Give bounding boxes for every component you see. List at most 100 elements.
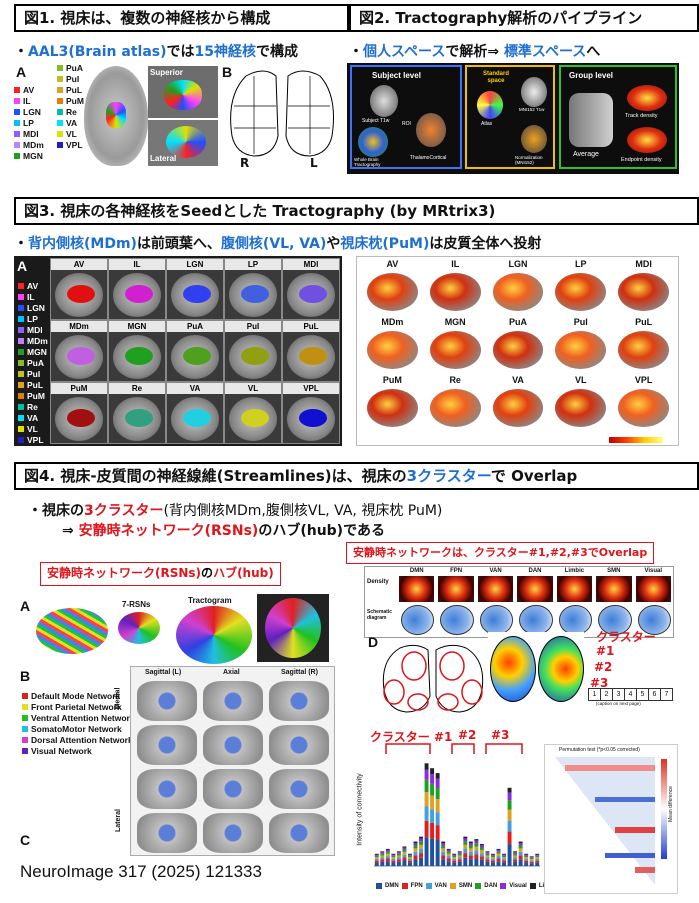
bar-segment xyxy=(535,858,540,861)
series-legend-item: DAN xyxy=(475,880,497,891)
fig1-schematic-diagram xyxy=(230,70,334,157)
bar-segment xyxy=(479,850,484,854)
text: (背内側核MDm,腹側核VL, VA, 視床枕 PuM) xyxy=(163,503,443,519)
bar-segment xyxy=(518,845,523,849)
superior-label: Superior xyxy=(150,68,183,77)
tract-tile: PuI xyxy=(224,320,282,382)
average-brain-image xyxy=(569,93,613,147)
bar-segment xyxy=(374,860,379,863)
bar-segment xyxy=(474,846,479,851)
tile-label: VA xyxy=(167,383,223,394)
bar-segment xyxy=(435,787,440,800)
bar-segment xyxy=(374,854,379,856)
bar-segment xyxy=(408,858,412,861)
series-swatch xyxy=(475,882,482,889)
legend-swatch xyxy=(18,425,24,432)
bar-segment xyxy=(468,855,473,860)
bar-segment xyxy=(419,838,423,842)
seven-rsns-image xyxy=(118,612,160,644)
bar-segment xyxy=(419,844,423,849)
fig1-panel-a: A xyxy=(16,64,27,80)
cluster-brackets xyxy=(385,743,523,754)
bar-segment xyxy=(396,859,401,862)
fig4-panel-d: D xyxy=(368,634,379,650)
legend-swatch xyxy=(18,326,24,333)
tract-overlay xyxy=(299,347,327,365)
legend-item: VPL xyxy=(18,434,48,445)
bar-segment xyxy=(430,768,435,775)
bar-segment xyxy=(513,852,518,854)
bar-segment xyxy=(380,857,385,860)
no-text: の xyxy=(201,566,214,580)
cluster-heatmap-image xyxy=(488,632,584,704)
subject-t1w-image xyxy=(370,85,398,117)
legend-item: PuA xyxy=(57,62,84,73)
cortical-brain xyxy=(555,273,607,311)
bar-segment xyxy=(474,843,479,847)
tile-label: MGN xyxy=(109,321,165,332)
tract-tile: VA xyxy=(166,382,224,444)
bar-segment xyxy=(452,857,457,859)
axial-rsn-image xyxy=(257,594,329,662)
sagittal-l-label: Sagittal (L) xyxy=(145,669,182,676)
fig1-superior-view: Superior xyxy=(148,66,218,118)
thalamocortical-label: ThalamoCortical xyxy=(410,155,447,161)
standard-space: 標準スペース xyxy=(503,44,587,60)
rsn-density-cell xyxy=(477,576,514,602)
legend-label: Front Parietal Network xyxy=(31,701,122,712)
series-label: SMN xyxy=(458,882,473,889)
legend-swatch xyxy=(18,304,24,311)
legend-item: MDm xyxy=(14,139,44,150)
fig4-panel-c: C xyxy=(20,832,31,848)
rsn-column-label: DAN xyxy=(528,568,542,574)
tile-label: LGN xyxy=(167,259,223,270)
bar-segment xyxy=(513,853,518,856)
legend-item: Dorsal Attention Network xyxy=(22,734,135,745)
bar-segment xyxy=(374,862,379,866)
thalamus-lateral-overlay xyxy=(166,126,206,158)
fig3-bullet: ・背内側核(MDm)は前頭葉へ、腹側核(VL, VA)や視床枕(PuM)は皮質全… xyxy=(14,233,541,253)
tract-tile: IL xyxy=(108,258,166,320)
legend-item: VL xyxy=(18,423,48,434)
bar-segment xyxy=(502,858,506,861)
tile-label: AV xyxy=(51,259,107,270)
legend-label: VPL xyxy=(27,434,44,445)
legend-swatch xyxy=(18,348,24,355)
legend-item: MDm xyxy=(18,335,48,346)
fig2-bullet: ・個人スペースで解析⇒ 標準スペースへ xyxy=(349,41,600,61)
tractogram-image xyxy=(176,606,252,664)
bar-segment xyxy=(468,851,473,856)
rsns-text: 安静時ネットワーク(RSNs) xyxy=(47,566,202,580)
bar-segment xyxy=(396,855,401,858)
bar-segment xyxy=(463,836,468,839)
series-swatch xyxy=(500,882,507,889)
bar-segment xyxy=(491,858,495,861)
mean-diff-label: Mean difference xyxy=(667,786,674,822)
series-label: DMN xyxy=(385,882,399,889)
bar-segment xyxy=(485,853,490,856)
bar-segment xyxy=(419,836,423,839)
cortical-tile-label: Re xyxy=(449,375,461,385)
rsns: 安静時ネットワーク(RSNs) xyxy=(78,523,259,539)
bar-segment xyxy=(529,861,534,864)
bar-segment xyxy=(385,848,390,850)
bar-segment xyxy=(391,853,396,855)
bar-segment xyxy=(402,854,407,858)
text: や xyxy=(326,236,341,252)
tract-overlay xyxy=(241,409,269,427)
group-level-label: Group level xyxy=(569,71,614,80)
fig4-title-end: で Overlap xyxy=(490,467,578,485)
tract-tile: MDl xyxy=(282,258,340,320)
bar-segment xyxy=(452,858,457,861)
three-clusters: 3クラスター xyxy=(84,503,164,519)
bar-segment xyxy=(452,860,457,863)
bar-segment xyxy=(446,849,451,852)
bar-segment xyxy=(535,855,540,858)
legend-label: MGN xyxy=(23,150,43,161)
text: ・視床の xyxy=(28,503,84,519)
bar-segment xyxy=(474,858,479,866)
sagittal-r-label: Sagittal (R) xyxy=(281,669,318,676)
legend-item: PuM xyxy=(57,95,84,106)
